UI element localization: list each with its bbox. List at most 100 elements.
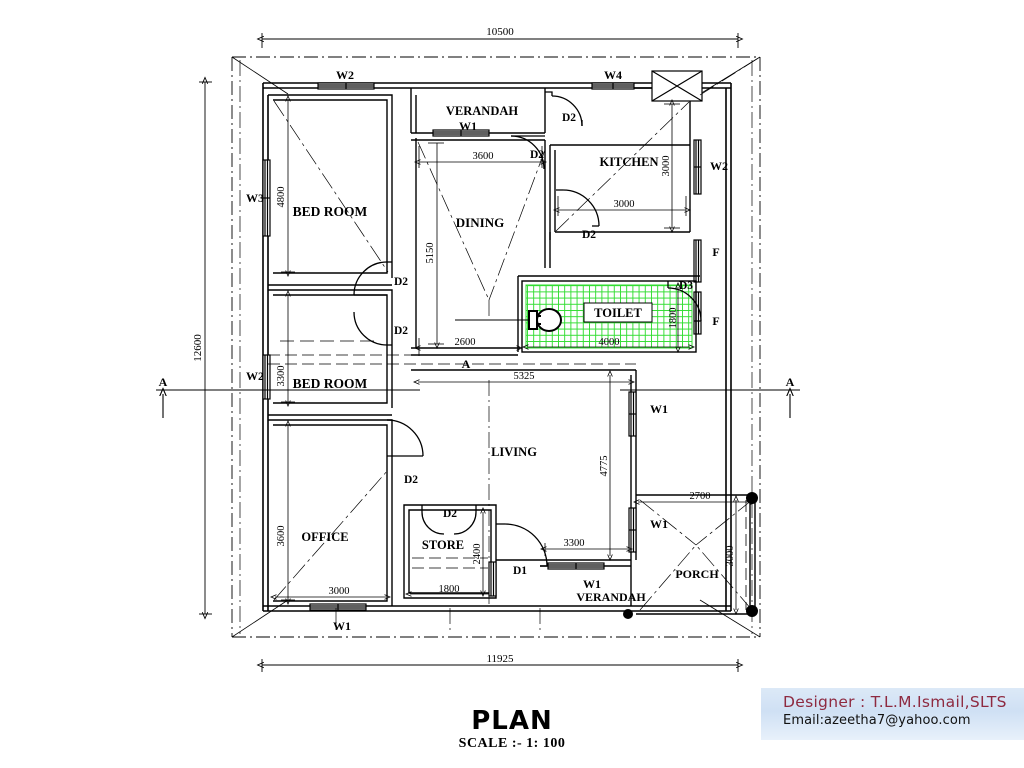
window-label-w1-living-right-lower: W1 [650, 517, 668, 531]
porch-diagonals [639, 499, 753, 611]
dimension-label-porch-height: 3000 [725, 546, 736, 567]
window-label-w2-bed2-left: W2 [246, 369, 264, 383]
vent-label-f-right-upper: F [712, 245, 719, 259]
window-label-w2-kitchen-right: W2 [710, 159, 728, 173]
window-label-w1-verandah-bottom: W1 [583, 577, 601, 591]
dimension-label-store-height: 2400 [472, 544, 483, 565]
store-shelf-dashes [412, 557, 488, 569]
section-marker-label-left: A [159, 375, 168, 389]
door-label-d2-office-living: D2 [404, 474, 418, 486]
dimension-left-overall [199, 82, 212, 614]
dimension-label-office-height: 3600 [276, 526, 287, 547]
dimension-bed1-height-4800 [281, 100, 295, 272]
room-bed-room-2 [268, 284, 393, 408]
room-label-toilet-box: TOILET [583, 302, 653, 323]
window-store-right [488, 561, 497, 597]
room-label-toilet: TOILET [594, 306, 642, 320]
window-label-w3-bed1-left: W3 [246, 191, 264, 205]
dimension-dining-height [428, 142, 444, 344]
room-office [268, 414, 393, 606]
dimension-top-overall [262, 33, 738, 48]
dimension-label-store-width: 1800 [439, 584, 460, 595]
window-w2-top-bedroom [317, 82, 375, 90]
section-marker-label-mid: A [462, 357, 471, 371]
window-w1-verandah-top [432, 129, 490, 137]
door-label-d1-living-verandah: D1 [513, 565, 527, 577]
door-label-d2-kitchen-dining: D2 [582, 229, 596, 241]
wc-fixture [528, 308, 562, 332]
window-w4-kitchen-top [591, 82, 635, 90]
door-d2-bed1-dining [353, 261, 392, 296]
dimension-label-bed1-height: 4800 [276, 187, 287, 208]
door-label-d2-verandah-dining: D2 [530, 149, 544, 161]
window-label-w1-living-right-upper: W1 [650, 402, 668, 416]
room-label-bed-room-2: BED ROOM [293, 376, 368, 391]
bedroom1-diagonal [273, 100, 389, 273]
dimension-label-living-height: 4775 [599, 456, 610, 477]
room-label-living: LIVING [491, 445, 537, 459]
dimension-label-toilet-width: 4000 [599, 337, 620, 348]
vent-f-right-upper [693, 239, 702, 283]
room-label-verandah-top: VERANDAH [446, 104, 519, 118]
window-w2-kitchen-right [693, 139, 702, 195]
dimension-label-bed2-height: 3300 [276, 366, 287, 387]
section-line-a-a [156, 390, 800, 418]
door-d2-bed2-dining [353, 311, 392, 346]
plot-boundary [231, 56, 761, 638]
dimension-kitchen-height [664, 104, 680, 228]
dimension-label-porch-width: 2700 [690, 491, 711, 502]
window-label-w1-office-bottom: W1 [333, 619, 351, 633]
dimension-label-dining-height: 5150 [425, 243, 436, 264]
door-d3-toilet [667, 281, 702, 322]
dimension-kitchen-width [558, 196, 686, 216]
door-label-d3-toilet: D3 [679, 280, 693, 292]
dimension-label-kitchen-width: 3000 [614, 199, 635, 210]
door-label-d2-store: D2 [443, 508, 457, 520]
dimension-label-toilet-height: 1800 [668, 308, 679, 329]
door-label-d2-verandah-kitchen: D2 [562, 112, 576, 124]
door-d2-store [421, 505, 477, 535]
window-w1-living-right-upper [628, 391, 637, 437]
dining-diagonals [417, 141, 546, 316]
dimension-verandah-bottom-3300 [545, 543, 628, 556]
room-label-verandah-bottom: VERANDAH [576, 590, 646, 604]
page-title: PLAN [471, 706, 553, 736]
room-porch [636, 494, 756, 615]
dimension-label-toilet-offset: 2600 [455, 337, 476, 348]
window-w1-living-right-lower [628, 507, 637, 553]
room-bed-room-1 [268, 94, 393, 278]
dimension-toilet-offset-2600 [419, 338, 518, 356]
room-label-store: STORE [422, 538, 464, 552]
dimension-label-office-width: 3000 [329, 586, 350, 597]
window-w3-bed1-left [262, 159, 271, 237]
door-label-d2-bed1-dining: D2 [394, 276, 408, 288]
designer-name: Designer : T.L.M.Ismail,SLTS [783, 693, 1007, 711]
dimension-label-living-width: 5325 [514, 371, 535, 382]
window-w1-verandah-bottom [547, 562, 605, 570]
dimension-office-height-3600 [281, 425, 295, 600]
room-label-office: OFFICE [301, 530, 348, 544]
window-w2-bed2-left [262, 354, 271, 400]
room-label-bed-room-1: BED ROOM [293, 204, 368, 219]
dimension-label-left-overall: 12600 [192, 334, 204, 362]
grid-centre-lines [239, 56, 800, 634]
dimension-label-bottom-overall: 11925 [486, 653, 514, 665]
designer-email: Email:azeetha7@yahoo.com [783, 713, 971, 728]
door-d1-living-verandah [496, 523, 548, 567]
kitchen-counter-x-box [651, 70, 703, 102]
living-section-dashes [268, 354, 636, 365]
room-label-kitchen: KITCHEN [599, 155, 658, 169]
room-label-porch: PORCH [675, 567, 719, 581]
door-d2-verandah-dining [510, 135, 545, 170]
dimension-label-top-overall: 10500 [486, 26, 514, 38]
window-label-w2-top-bedroom: W2 [336, 68, 354, 82]
window-w1-office-bottom [309, 603, 367, 611]
dimension-bed2-height-3300 [281, 295, 295, 402]
dimension-label-dining-width: 3600 [473, 151, 494, 162]
dimension-bottom-overall [262, 659, 738, 672]
door-d2-office-living [386, 419, 424, 457]
room-label-dining: DINING [456, 215, 504, 230]
page-scale-label: SCALE :- 1: 100 [458, 736, 566, 751]
